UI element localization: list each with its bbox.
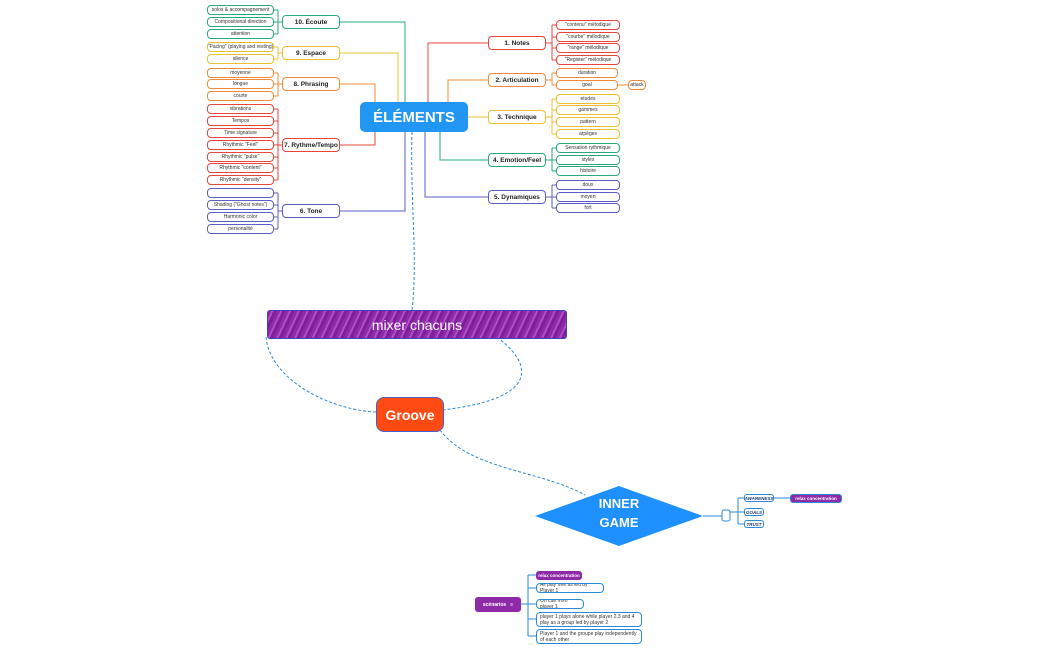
subtopic-item[interactable]: etudes xyxy=(556,94,620,104)
subtopic-item[interactable]: Tempos xyxy=(207,116,274,126)
subtopic-item[interactable]: duration xyxy=(556,68,618,78)
subtopic-item[interactable]: Harmonic color xyxy=(207,212,274,222)
subtopic-item[interactable]: arpèges xyxy=(556,129,620,139)
scenario-item[interactable]: relax concentration xyxy=(536,571,582,580)
subtopic-item[interactable]: moyenne xyxy=(207,68,274,78)
subtopic-item[interactable]: pattern xyxy=(556,117,620,127)
subtopic-item[interactable]: moyen xyxy=(556,192,620,202)
subtopic-item[interactable]: gammes xyxy=(556,105,620,115)
scenario-item[interactable]: Player 1 and the groupe play independent… xyxy=(536,629,642,644)
subtopic-item[interactable] xyxy=(207,188,274,198)
scenario-item[interactable]: All play free as led by Player 1 xyxy=(536,583,604,593)
topic-phrasing[interactable]: 8. Phrasing xyxy=(282,77,340,91)
subtopic-item[interactable]: Rhythmic "pulse" xyxy=(207,152,274,162)
subtopic-item[interactable]: "contenu" mélodique xyxy=(556,20,620,30)
subtopic-item[interactable]: "Pacing" (playing and resting) xyxy=(207,42,274,52)
topic-articulation[interactable]: 2. Articulation xyxy=(488,73,546,87)
subtopic-attack[interactable]: attack xyxy=(628,80,646,90)
topic-technique[interactable]: 3. Technique xyxy=(488,110,546,124)
subtopic-item[interactable]: "Register" mélodique xyxy=(556,55,620,65)
subtopic-item[interactable]: longue xyxy=(207,79,274,89)
subtopic-item[interactable]: Compositional direction xyxy=(207,17,274,27)
floating-topic-scenarios[interactable]: scénarios ≡ xyxy=(475,597,521,612)
subtopic-item[interactable]: Time signature xyxy=(207,128,274,138)
subtopic-item[interactable]: personalité xyxy=(207,224,274,234)
subtopic-item[interactable]: Shading ("Ghost notes") xyxy=(207,200,274,210)
subtopic-item[interactable]: Sensation rythmique xyxy=(556,143,620,153)
subtopic-item[interactable]: silence xyxy=(207,54,274,64)
topic-ecoute[interactable]: 10. Écoute xyxy=(282,15,340,29)
subtopic-item[interactable]: vibrations xyxy=(207,104,274,114)
subtopic-item[interactable]: Rhythmic "density" xyxy=(207,175,274,185)
topic-tone[interactable]: 6. Tone xyxy=(282,204,340,218)
inner-game-label: INNER GAME xyxy=(575,494,663,538)
subtopic-item[interactable]: "courbe" mélodique xyxy=(556,32,620,42)
floating-topic-groove[interactable]: Groove xyxy=(376,397,444,432)
subtopic-item[interactable]: goal xyxy=(556,80,618,90)
topic-rythme-tempo[interactable]: 7. Rythme/Tempo xyxy=(282,138,340,152)
notes-icon: ≡ xyxy=(510,601,514,608)
scenario-item[interactable]: player 1 plays alone while player 2,3 an… xyxy=(536,612,642,627)
scenarios-label: scénarios xyxy=(482,601,507,608)
inner-game-trust[interactable]: TRUST xyxy=(744,520,764,528)
collapse-toggle[interactable] xyxy=(721,509,731,522)
subtopic-item[interactable]: styles xyxy=(556,155,620,165)
subtopic-item[interactable]: histoire xyxy=(556,166,620,176)
subtopic-item[interactable]: Rhythmic "Feel" xyxy=(207,140,274,150)
subtopic-item[interactable]: "range" mélodique xyxy=(556,43,620,53)
inner-game-goals[interactable]: GOALS xyxy=(744,508,764,516)
topic-emotion-feel[interactable]: 4. Emotion/Feel xyxy=(488,153,546,167)
inner-game-line1: INNER xyxy=(598,496,640,511)
topic-espace[interactable]: 9. Espace xyxy=(282,46,340,60)
subtopic-item[interactable]: fort xyxy=(556,203,620,213)
topic-dynamiques[interactable]: 5. Dynamiques xyxy=(488,190,546,204)
subtopic-item[interactable]: solos & accompagnement xyxy=(207,5,274,15)
subtopic-item[interactable]: doux xyxy=(556,180,620,190)
subtopic-item[interactable]: attention xyxy=(207,29,274,39)
subtopic-item[interactable]: courte xyxy=(207,91,274,101)
floating-topic-mixer[interactable]: mixer chacuns xyxy=(267,310,567,339)
topic-notes[interactable]: 1. Notes xyxy=(488,36,546,50)
awareness-relax-concentration[interactable]: relax concentration xyxy=(790,494,842,503)
scenario-item[interactable]: On cue from player 1 xyxy=(536,599,584,609)
inner-game-line2: GAME xyxy=(599,515,639,530)
inner-game-awareness[interactable]: AWARENESS xyxy=(744,494,774,502)
subtopic-item[interactable]: Rhythmic "content" xyxy=(207,163,274,173)
central-topic[interactable]: ÉLÉMENTS xyxy=(360,102,468,132)
